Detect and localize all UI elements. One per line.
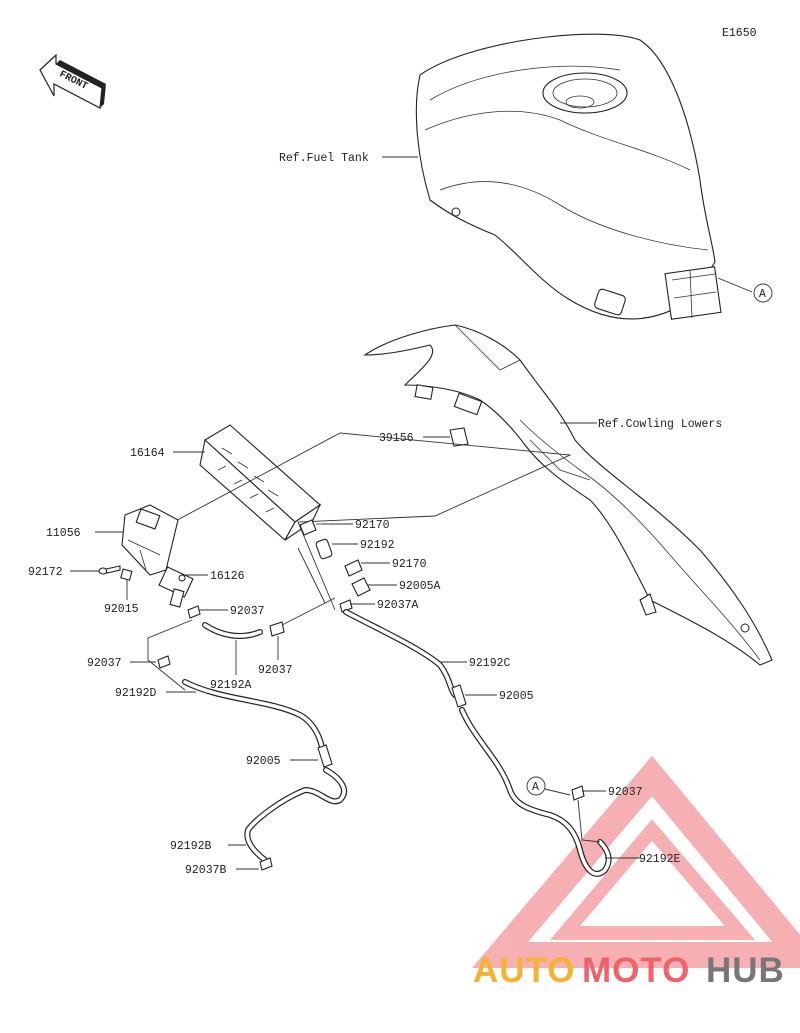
label-92037-upper: 92037 xyxy=(230,605,265,618)
hose-92192C xyxy=(343,609,458,698)
hose-92192A xyxy=(202,622,263,639)
label-92192D: 92192D xyxy=(115,687,157,700)
label-11056: 11056 xyxy=(46,527,81,540)
hose-92192E xyxy=(459,707,612,877)
watermark-auto: AUTO xyxy=(473,951,576,990)
clamp-92037-mid xyxy=(269,621,285,637)
bracket-11056 xyxy=(121,504,179,576)
connector-a-bottom-label: A xyxy=(532,781,539,794)
label-92005-right: 92005 xyxy=(499,690,534,703)
hose-92192D xyxy=(182,679,328,763)
joint-92005A xyxy=(351,577,371,597)
label-92192B: 92192B xyxy=(170,840,212,853)
label-92192C: 92192C xyxy=(469,657,511,670)
label-92015: 92015 xyxy=(104,603,139,616)
canister-16164 xyxy=(199,424,322,541)
label-92005-left: 92005 xyxy=(246,755,281,768)
watermark-logo xyxy=(471,755,800,968)
cowling-lowers xyxy=(363,324,773,666)
bolt-92172 xyxy=(98,565,121,575)
label-92005A: 92005A xyxy=(399,580,441,593)
label-92037-mid: 92037 xyxy=(258,664,293,677)
diagram-code: E1650 xyxy=(722,27,757,40)
watermark-text: AUTO MOTO HUB xyxy=(473,951,785,990)
joint-92005-left xyxy=(317,744,333,768)
valve-16126 xyxy=(158,566,194,608)
label-92037A: 92037A xyxy=(377,599,419,612)
label-16164: 16164 xyxy=(130,447,165,460)
label-92037-right: 92037 xyxy=(608,786,643,799)
label-92192E: 92192E xyxy=(639,853,681,866)
clamp-92037-right xyxy=(571,785,585,801)
clamp-92037A xyxy=(339,599,353,613)
label-92037B: 92037B xyxy=(185,864,227,877)
label-92037-left: 92037 xyxy=(87,657,122,670)
label-92170-top: 92170 xyxy=(355,519,390,532)
label-16126: 16126 xyxy=(210,570,245,583)
connector-a-top-label: A xyxy=(759,288,766,301)
front-arrow-icon: FRONT xyxy=(39,53,106,109)
fuel-tank xyxy=(415,33,722,320)
connector-a-bottom-icon xyxy=(526,776,546,796)
clamp-92037-left xyxy=(157,655,171,669)
watermark-hub: HUB xyxy=(706,951,785,990)
pad-39156 xyxy=(449,427,469,447)
clamp-92037-upper xyxy=(187,605,201,619)
label-92192: 92192 xyxy=(360,539,395,552)
ref-cowling-lowers-label: Ref.Cowling Lowers xyxy=(598,418,722,431)
hose-92192B xyxy=(244,767,347,863)
watermark-moto: MOTO xyxy=(582,951,690,990)
clamp-92037B xyxy=(259,857,273,871)
nut-92015 xyxy=(120,568,133,581)
fitting-92170-bottom xyxy=(344,559,363,577)
ref-fuel-tank-label: Ref.Fuel Tank xyxy=(279,152,369,165)
label-92172: 92172 xyxy=(28,566,63,579)
connector-a-top-icon xyxy=(753,283,773,303)
label-92192A: 92192A xyxy=(210,679,252,692)
label-92170-bottom: 92170 xyxy=(392,558,427,571)
hose-92192 xyxy=(315,538,333,560)
joint-92005-right xyxy=(451,684,467,708)
